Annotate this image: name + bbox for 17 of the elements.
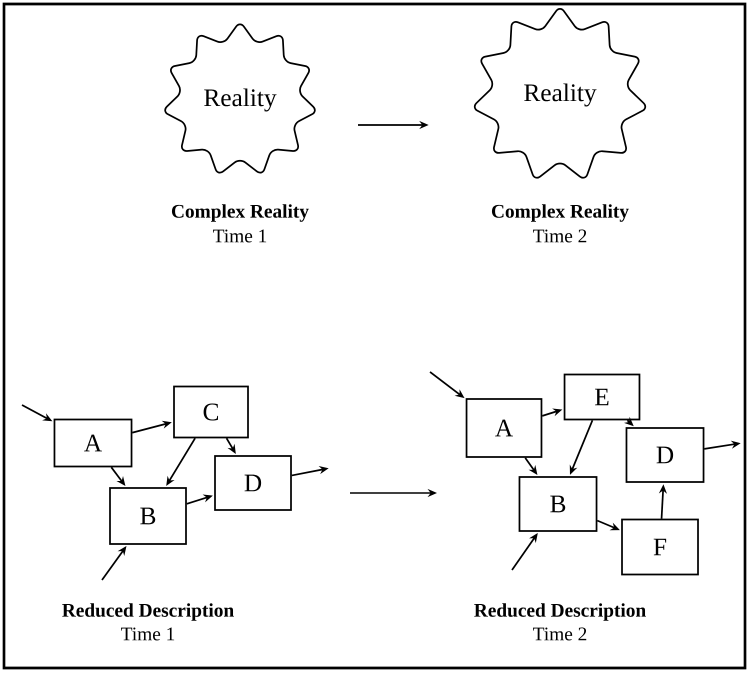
process-box: B <box>109 487 187 545</box>
process-box: D <box>626 427 704 483</box>
process-box: A <box>466 398 542 458</box>
process-box: F <box>621 518 699 576</box>
caption: Reduced Description <box>62 603 234 621</box>
process-box: C <box>173 386 249 438</box>
caption: Time 1 <box>121 628 174 640</box>
node-label: Complex Reality <box>492 204 629 222</box>
node-label: Time 2 <box>533 230 586 242</box>
caption: Time 2 <box>533 628 586 640</box>
process-box: B <box>518 476 598 532</box>
node-label: Time 1 <box>213 230 266 242</box>
node-label: Complex Reality <box>172 204 309 222</box>
process-box: D <box>214 455 292 511</box>
process-box: A <box>54 418 132 468</box>
process-box: E <box>564 374 640 420</box>
caption: Reduced Description <box>474 603 646 621</box>
